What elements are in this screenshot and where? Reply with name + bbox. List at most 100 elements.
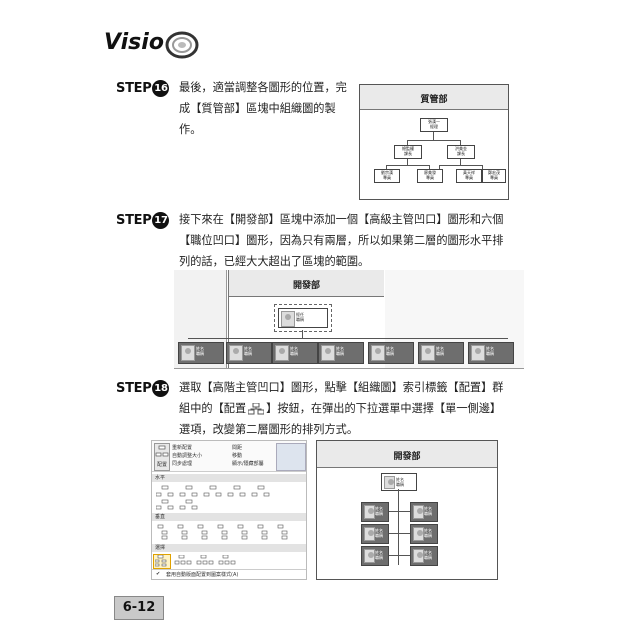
- connector: [433, 131, 434, 140]
- step-number: 18: [152, 380, 170, 397]
- org-box-section-chief: 總監權 課長: [394, 145, 422, 159]
- position-shape[interactable]: 姓名職稱: [361, 502, 389, 522]
- relayout-button[interactable]: 重新配置: [172, 445, 193, 451]
- box-title: 專員: [383, 175, 391, 180]
- option-layouts[interactable]: [155, 555, 275, 567]
- position-shape[interactable]: 姓名職稱: [272, 342, 318, 364]
- visio-logo: Visio: [104, 28, 200, 62]
- dropdown-panel: 水平 垂直 選擇: [152, 472, 306, 579]
- step-16-text: 最後，適當調整各圖形的位置，完 成【質管部】區塊中組織圖的製作。: [179, 77, 351, 140]
- apply-autolayout-option[interactable]: 套用自動版面配置到圖案樣式(A): [166, 572, 239, 578]
- connector: [439, 165, 440, 169]
- connector: [386, 165, 387, 169]
- text-line: 接下來在【開發部】區塊中添加一個【高級主管凹口】圖形和六個: [179, 213, 504, 226]
- figure-title: 開發部: [292, 281, 320, 291]
- position-shape[interactable]: 姓名職稱: [410, 502, 438, 522]
- position-shape[interactable]: 姓名職稱: [361, 524, 389, 544]
- connector: [460, 140, 461, 145]
- connector: [429, 165, 430, 169]
- figure-header: [317, 441, 497, 468]
- sync-button[interactable]: 同步處理: [172, 461, 193, 467]
- box-title: 專員: [426, 175, 434, 180]
- connector: [302, 330, 303, 338]
- box-name: 黃天祥: [463, 170, 475, 175]
- connector: [385, 555, 411, 556]
- connector: [407, 157, 408, 165]
- avatar-icon: [364, 505, 375, 519]
- step-18-text: 選取【高階主管凹口】圖形，點擊【組織圖】索引標籤【配置】群 組中的【配置】按鈕，…: [179, 377, 524, 440]
- position-shape[interactable]: 姓名職稱: [468, 342, 514, 364]
- position-shape[interactable]: 姓名職稱: [410, 524, 438, 544]
- show-hide-subordinates-button[interactable]: 顯示/隱藏部屬: [232, 461, 264, 467]
- connector: [482, 165, 483, 169]
- org-box-staff: 鄭宏茂 專員: [482, 169, 506, 183]
- divider: [152, 569, 306, 570]
- group-horizontal: 水平: [152, 474, 306, 482]
- org-box-section-chief: 洪美金 課長: [447, 145, 475, 159]
- text-line: 最後，適當調整各圖形的位置，完: [179, 81, 347, 94]
- shape-title: 職稱: [296, 317, 304, 322]
- text-line: 成【質管部】區塊中組織圖的製作。: [179, 102, 336, 136]
- connector-spine: [398, 489, 399, 565]
- checkmark-icon: ✔: [156, 571, 161, 577]
- org-box-staff: 廖美發 專員: [417, 169, 443, 183]
- group-options: 選擇: [152, 544, 306, 552]
- move-button[interactable]: 移動: [232, 453, 243, 459]
- box-title: 專員: [465, 175, 473, 180]
- org-box-manager: 張漢一 經理: [420, 118, 448, 132]
- arrange-icon: [155, 445, 169, 457]
- step-number: 17: [152, 212, 170, 229]
- connector: [407, 140, 408, 145]
- avatar-icon: [371, 345, 385, 361]
- avatar-icon: [413, 549, 424, 563]
- box-title: 課長: [457, 151, 465, 156]
- autosize-button[interactable]: 自動調整大小: [172, 453, 203, 459]
- step-word: STEP: [116, 213, 152, 228]
- position-shape[interactable]: 姓名職稱: [178, 342, 224, 364]
- avatar-icon: [364, 527, 375, 541]
- page-number: 6-12: [114, 596, 164, 620]
- text-line: 列的話，已經大大超出了區塊的範圍。: [179, 255, 370, 268]
- position-shape[interactable]: 姓名職稱: [368, 342, 414, 364]
- position-shape[interactable]: 姓名職稱: [318, 342, 364, 364]
- figure-header: [229, 270, 384, 297]
- box-name: 洪美金: [455, 146, 467, 151]
- text-line: 選項，改變第二層圖形的排列方式。: [179, 423, 359, 436]
- arrange-dropdown-screenshot: 配置 重新配置 自動調整大小 同步處理 間距 移動 顯示/隱藏部屬 水平 垂直: [151, 440, 307, 580]
- box-name: 劉宗漢: [381, 170, 393, 175]
- horizontal-layout-options[interactable]: [156, 485, 302, 511]
- spacing-button[interactable]: 間距: [232, 445, 243, 451]
- vertical-layout-options[interactable]: [156, 524, 302, 542]
- connector: [385, 533, 411, 534]
- shapes-thumbnail: [276, 443, 306, 471]
- top-executive-shape[interactable]: 姓名職稱: [381, 473, 417, 491]
- org-box-staff: 劉宗漢 專員: [374, 169, 400, 183]
- position-shape[interactable]: 姓名職稱: [361, 546, 389, 566]
- connector: [460, 157, 461, 165]
- avatar-icon: [281, 311, 295, 327]
- avatar-icon: [364, 549, 375, 563]
- box-title: 經理: [430, 124, 438, 129]
- avatar-icon: [229, 345, 243, 361]
- step-word: STEP: [116, 81, 152, 96]
- figure-qa-department: 質管部 張漢一 經理 總監權 課長 洪美金 課長 劉宗漢 專員 廖美發 專員 黃…: [359, 84, 509, 200]
- position-shape[interactable]: 姓名職稱: [226, 342, 272, 364]
- avatar-icon: [181, 345, 195, 361]
- box-name: 廖美發: [424, 170, 436, 175]
- text-line: 組中的【配置】按鈕，在彈出的下拉選單中選擇【單一側邊】: [179, 402, 502, 415]
- position-shape[interactable]: 姓名職稱: [410, 546, 438, 566]
- step-17-text: 接下來在【開發部】區塊中添加一個【高級主管凹口】圖形和六個 【職位凹口】圖形，因…: [179, 209, 524, 272]
- top-executive-shape[interactable]: 經任 職稱: [278, 308, 328, 328]
- position-shape[interactable]: 姓名職稱: [418, 342, 464, 364]
- avatar-icon: [413, 527, 424, 541]
- avatar-icon: [421, 345, 435, 361]
- arrange-button[interactable]: 配置: [154, 443, 170, 471]
- step-number: 16: [152, 80, 170, 97]
- text-line: 選取【高階主管凹口】圖形，點擊【組織圖】索引標籤【配置】群: [179, 381, 504, 394]
- arrange-button-label: 配置: [157, 462, 168, 468]
- selection-frame[interactable]: [274, 304, 332, 332]
- logo-text: Visio: [104, 30, 164, 55]
- avatar-icon: [321, 345, 335, 361]
